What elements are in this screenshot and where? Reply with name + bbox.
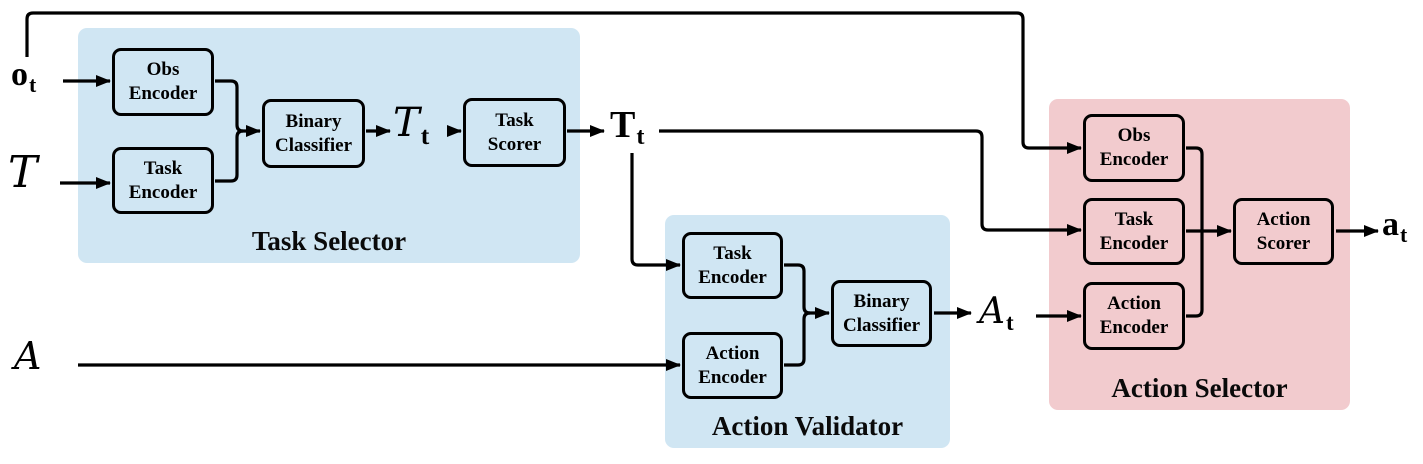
candidate-tasks-label: Tt <box>393 102 429 150</box>
symbol-base: T <box>610 104 636 146</box>
block-label-line: Task <box>1114 208 1154 230</box>
task-encoder-block-action-validator: Task Encoder <box>682 232 783 299</box>
block-label-line: Encoder <box>128 181 198 203</box>
block-label-line: Task <box>495 109 534 131</box>
block-label-line: Obs <box>146 59 180 80</box>
block-label-line: Classifier <box>842 314 921 336</box>
binary-classifier-block-action-validator: Binary Classifier <box>831 280 932 347</box>
action-scorer-block-action-selector: Action Scorer <box>1233 198 1334 265</box>
symbol-subscript: t <box>636 123 645 151</box>
wire-observation-feedback-loop <box>25 11 1082 154</box>
block-label-line: Classifier <box>274 134 353 156</box>
wire-as-actionenc-merge <box>1186 231 1204 318</box>
block-label-line: Scorer <box>487 133 542 155</box>
task-selector-panel: Task Selector <box>78 28 580 263</box>
wire-av-taskenc-to-classifier <box>784 263 830 319</box>
symbol-base: A <box>979 291 1005 332</box>
block-label-line: Encoder <box>1099 149 1169 170</box>
observation-input-label: ot <box>11 57 36 96</box>
wire-av-actionenc-merge <box>784 311 811 367</box>
wire-selected-task-to-validator <box>630 153 681 271</box>
task-encoder-block-task-selector: Task Encoder <box>112 147 214 214</box>
task-scorer-block-task-selector: Task Scorer <box>463 98 566 167</box>
block-label-line: Encoder <box>698 266 767 288</box>
block-label-line: Binary <box>285 110 342 132</box>
block-label-line: Encoder <box>698 366 767 388</box>
action-selector-title: Action Selector <box>1111 373 1288 403</box>
block-label-line: Binary <box>853 290 910 312</box>
block-label-line: Task <box>143 157 183 179</box>
block-label-line: Encoder <box>128 83 198 104</box>
wire-ts-obsenc-to-classifier <box>215 79 261 137</box>
action-encoder-block-action-validator: Action Encoder <box>682 332 783 399</box>
symbol-subscript: t <box>420 120 430 150</box>
task-selector-title: Task Selector <box>251 226 407 256</box>
symbol-base: A <box>14 334 42 378</box>
task-set-input-label: T <box>8 147 38 202</box>
block-label-line: Encoder <box>1099 317 1169 338</box>
binary-classifier-block-task-selector: Binary Classifier <box>262 99 365 168</box>
block-label-line: Obs <box>1117 125 1151 146</box>
symbol-base: o <box>11 56 28 93</box>
block-label-line: Task <box>713 242 752 264</box>
action-encoder-block-action-selector: Action Encoder <box>1083 282 1185 350</box>
block-label-line: Action <box>1256 208 1311 230</box>
block-label-line: Scorer <box>1256 232 1311 254</box>
symbol-subscript: t <box>1400 222 1408 247</box>
task-encoder-block-action-selector: Task Encoder <box>1083 198 1185 265</box>
symbol-subscript: t <box>29 72 37 97</box>
obs-encoder-block-task-selector: Obs Encoder <box>112 48 214 116</box>
wire-as-obsenc-merge <box>1186 146 1204 231</box>
block-label-line: Action <box>1107 293 1161 314</box>
block-label-line: Action <box>705 342 760 364</box>
action-set-input-label: A <box>14 334 42 382</box>
symbol-subscript: t <box>1006 308 1014 335</box>
symbol-base: a <box>1382 206 1399 243</box>
symbol-base: T <box>8 147 38 198</box>
action-output-label: at <box>1382 207 1407 246</box>
selected-task-label: Tt <box>610 104 645 151</box>
obs-encoder-block-action-selector: Obs Encoder <box>1083 114 1185 182</box>
wire-ts-taskenc-merge <box>215 129 244 183</box>
action-validator-title: Action Validator <box>711 411 904 441</box>
block-label-line: Encoder <box>1099 232 1169 254</box>
valid-actions-label: At <box>979 293 1014 334</box>
action-validator-panel: Action Validator <box>665 215 950 448</box>
symbol-base: T <box>393 100 420 146</box>
wire-selected-task-to-action-selector <box>659 129 1082 236</box>
